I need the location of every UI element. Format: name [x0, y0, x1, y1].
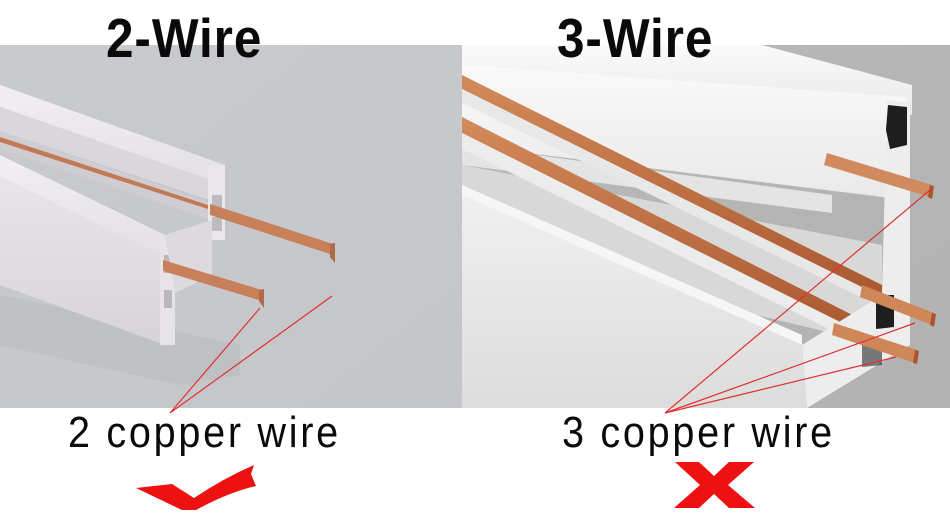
- three-wire-title: 3-Wire: [557, 7, 714, 69]
- two-wire-photo-panel: [0, 45, 462, 408]
- three-wire-photo-panel: [462, 45, 950, 408]
- two-wire-title: 2-Wire: [106, 7, 263, 69]
- cross-mark-icon: [674, 462, 755, 508]
- check-mark-icon: [136, 465, 256, 510]
- three-wire-rail-illustration: [462, 45, 950, 408]
- three-wire-caption: 3 copper wire: [562, 408, 835, 457]
- two-wire-caption: 2 copper wire: [68, 408, 341, 457]
- two-wire-rail-illustration: [0, 45, 462, 408]
